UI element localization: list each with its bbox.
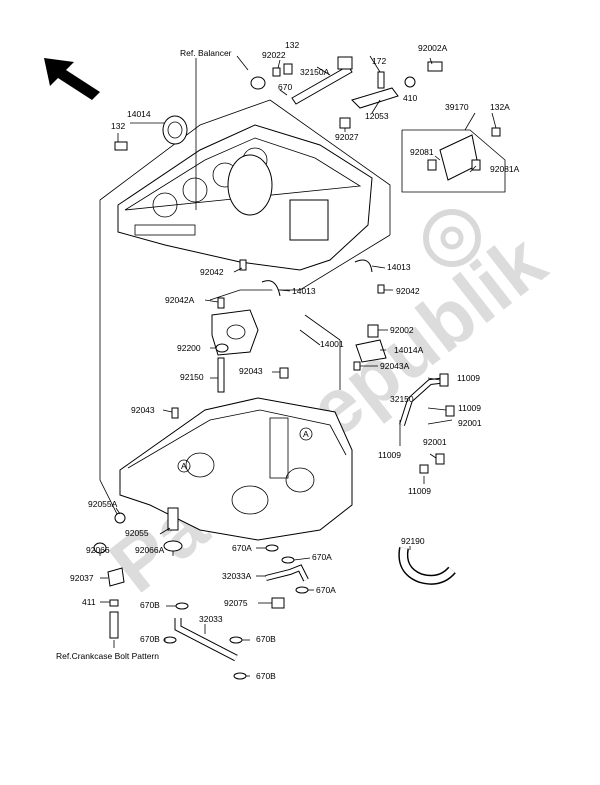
cap-14014A — [353, 324, 387, 371]
part-label: 14013 — [292, 286, 316, 296]
svg-text:A: A — [181, 461, 187, 471]
part-label: 172 — [372, 56, 386, 66]
leader-lines — [99, 55, 497, 677]
part-label: 32150 — [390, 394, 414, 404]
collar-92027 — [339, 117, 351, 129]
part-label: 92002 — [390, 325, 414, 335]
part-label: 11009 — [378, 450, 401, 460]
part-label: 670B — [256, 671, 276, 681]
part-label: 12053 — [365, 111, 389, 121]
part-label: 132 — [285, 40, 299, 50]
part-label: 670 — [278, 82, 292, 92]
part-label: 92190 — [401, 536, 425, 546]
part-label: 14014 — [127, 109, 151, 119]
part-label: 670B — [140, 634, 160, 644]
front-direction-arrow-icon — [44, 58, 100, 100]
part-label: 92200 — [177, 343, 201, 353]
part-label: 92055 — [125, 528, 149, 538]
pin-172 — [377, 71, 385, 89]
part-label: 32033A — [222, 571, 252, 581]
part-label: 670B — [256, 634, 276, 644]
part-label: 32033 — [199, 614, 223, 624]
shaft-32150A — [291, 56, 353, 105]
svg-text:A: A — [303, 429, 309, 439]
part-label: 92037 — [70, 573, 94, 583]
lower-crankcase — [119, 397, 353, 541]
gear-watermark-icon — [423, 209, 481, 267]
ref-bolt-pattern-label: Ref.Crankcase Bolt Pattern — [56, 651, 159, 661]
part-label: 92042 — [396, 286, 420, 296]
part-label: 92066A — [135, 545, 165, 555]
oil-pipe-32033 — [163, 602, 247, 680]
part-label: 92002A — [418, 43, 448, 53]
part-label: 411 — [82, 597, 96, 607]
nut-410 — [404, 76, 416, 88]
part-label: 92150 — [180, 372, 204, 382]
marker-a-lower-1: A — [181, 461, 187, 471]
part-label: 92066 — [86, 545, 110, 555]
part-label: 92022 — [262, 50, 286, 60]
oil-line-32033A — [265, 544, 309, 609]
part-label: 92027 — [335, 132, 359, 142]
part-label: 670A — [312, 552, 332, 562]
balancer-collar — [250, 63, 293, 90]
part-label: 410 — [403, 93, 417, 103]
part-label: 132A — [490, 102, 510, 112]
upper-crankcase — [117, 124, 373, 271]
part-label: 11009 — [458, 403, 481, 413]
part-labels: 132 92022 32150A 172 92002A 14014 132 67… — [70, 40, 520, 681]
bearing-shells — [239, 259, 385, 297]
part-label: 132 — [111, 121, 125, 131]
part-label: 92081 — [410, 147, 434, 157]
part-label: 670A — [232, 543, 252, 553]
part-label: 92001 — [423, 437, 447, 447]
part-label: 92043 — [131, 405, 155, 415]
part-label: 92043A — [380, 361, 410, 371]
oil-pipe-32150 — [399, 373, 455, 474]
detail-box-39170 — [401, 127, 506, 193]
part-label: 92042A — [165, 295, 195, 305]
part-label: 14014A — [394, 345, 424, 355]
marker-a-lower-2: A — [303, 429, 309, 439]
part-label: 92001 — [458, 418, 482, 428]
clamp-parts — [107, 567, 125, 639]
hose-92190 — [398, 547, 456, 585]
part-label: 92043 — [239, 366, 263, 376]
part-label: 14001 — [320, 339, 344, 349]
part-label: 11009 — [408, 486, 431, 496]
assembly-outline — [99, 99, 391, 521]
part-label: 14013 — [387, 262, 411, 272]
ref-balancer-label: Ref. Balancer — [180, 48, 232, 58]
oil-seal-14014 — [162, 115, 188, 145]
lever-12053 — [351, 87, 399, 109]
part-label: 670B — [140, 600, 160, 610]
bolt-92002A — [427, 61, 443, 72]
part-label: 670A — [316, 585, 336, 595]
part-label: 92081A — [490, 164, 520, 174]
part-label: 92075 — [224, 598, 248, 608]
bolt-132-left — [114, 141, 128, 151]
part-label: 32150A — [300, 67, 330, 77]
part-label: 39170 — [445, 102, 469, 112]
part-label: 11009 — [457, 373, 480, 383]
part-label: 92055A — [88, 499, 118, 509]
part-label: 92042 — [200, 267, 224, 277]
